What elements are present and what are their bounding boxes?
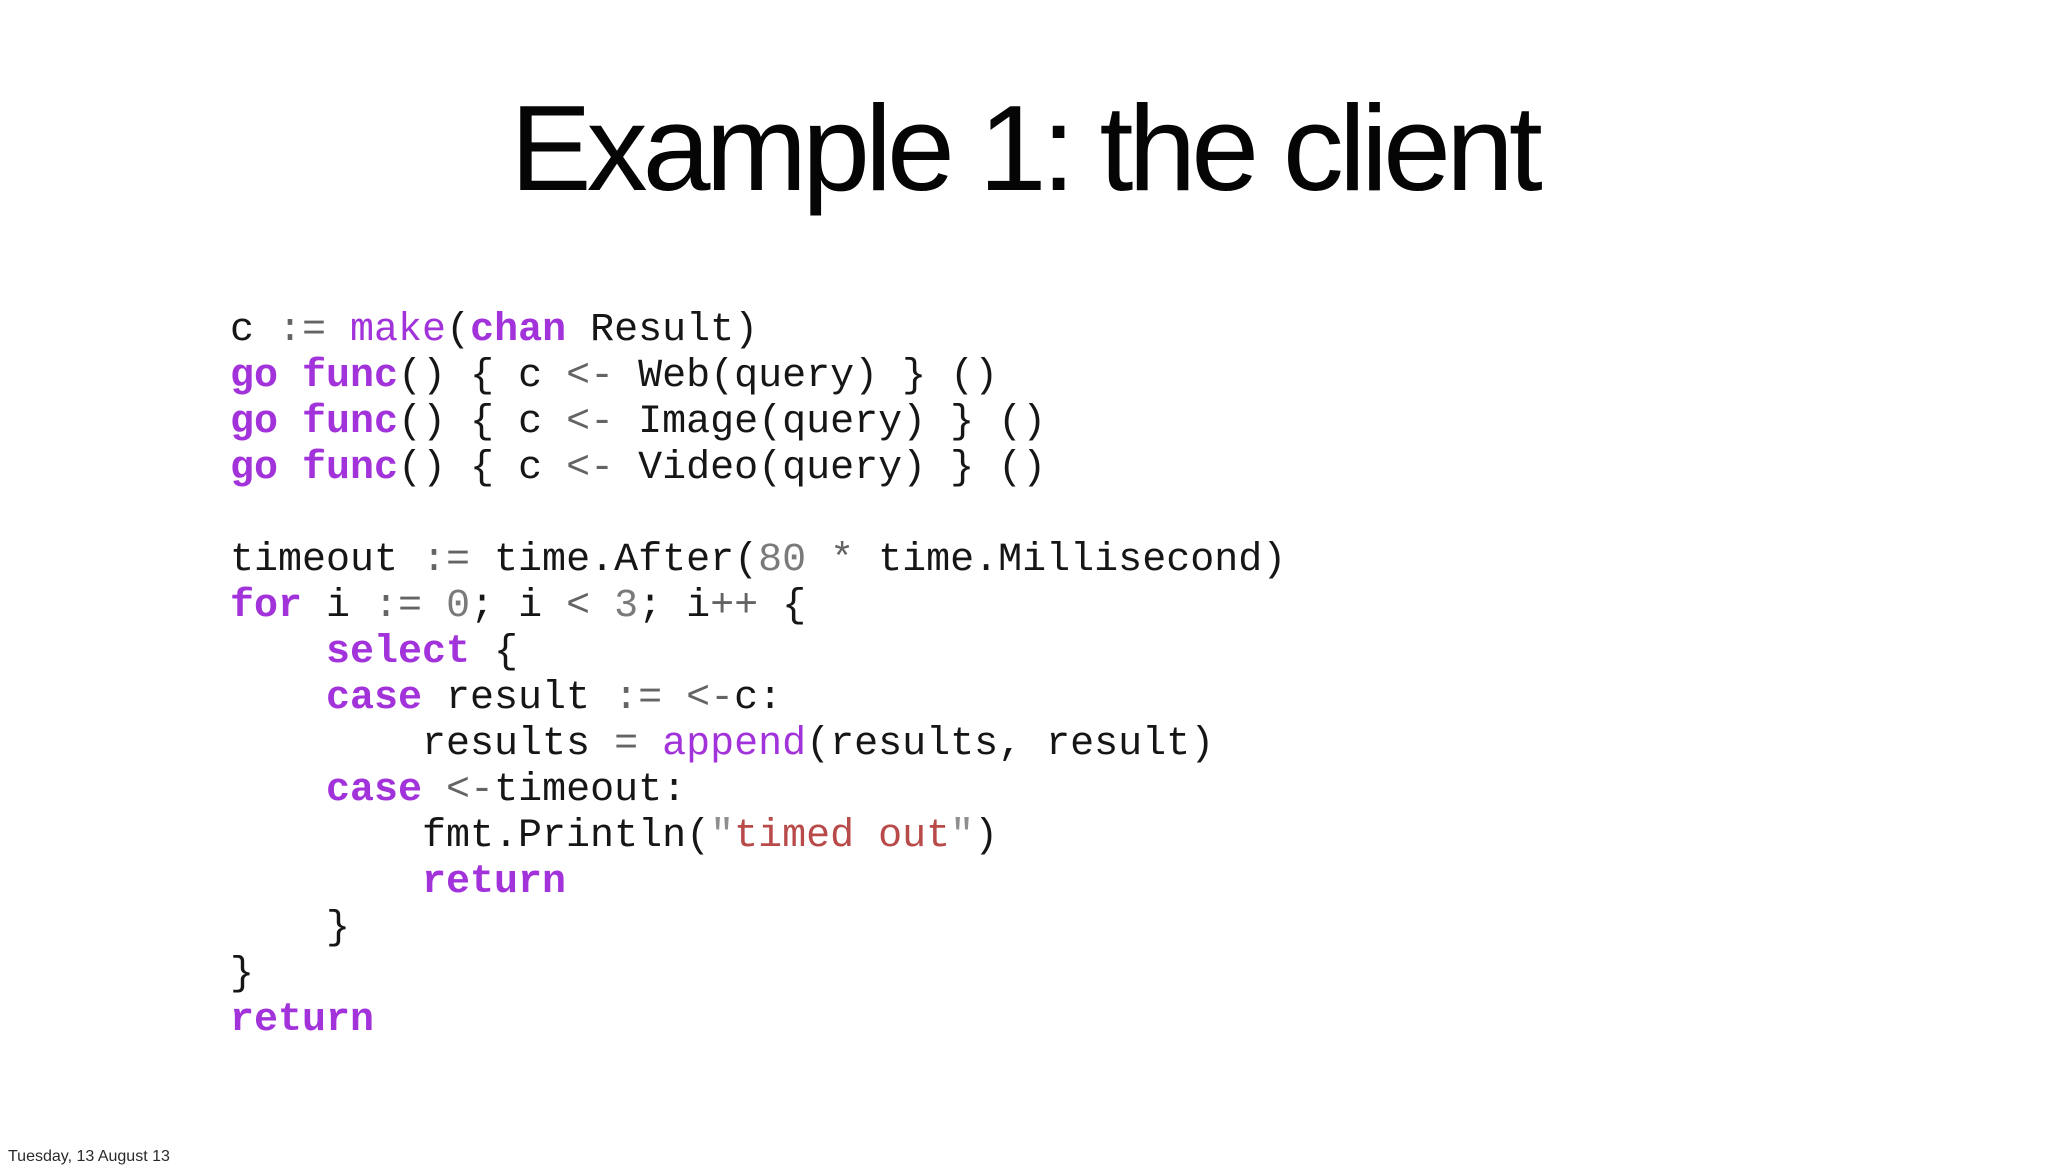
code-token: go — [230, 446, 279, 491]
code-token: go — [230, 354, 279, 399]
code-token: () { c — [398, 446, 567, 491]
code-line: return — [230, 998, 1286, 1044]
code-token: case — [326, 676, 423, 721]
code-token — [278, 400, 302, 445]
code-token: for — [230, 584, 303, 629]
slide-date: Tuesday, 13 August 13 — [8, 1148, 170, 1165]
code-token: timeout: — [494, 768, 687, 813]
code-token: <- — [566, 400, 615, 445]
code-token: fmt.Println( — [230, 814, 711, 859]
code-token — [230, 768, 326, 813]
code-token: } — [230, 952, 255, 997]
code-token: timeout — [230, 538, 423, 583]
code-line: go func() { c <- Video(query) } () — [230, 446, 1286, 492]
code-token — [278, 446, 302, 491]
code-token: make — [350, 308, 447, 353]
code-line — [230, 492, 1286, 538]
code-token: Web(query) } () — [614, 354, 999, 399]
code-token: case — [326, 768, 423, 813]
code-token — [230, 630, 326, 675]
code-line: for i := 0; i < 3; i++ { — [230, 584, 1286, 630]
code-token: <- — [566, 446, 615, 491]
code-line: case result := <-c: — [230, 676, 1286, 722]
code-token — [230, 860, 422, 905]
code-token: " — [950, 814, 975, 859]
code-line: select { — [230, 630, 1286, 676]
code-token — [806, 538, 830, 583]
code-token: ; i — [470, 584, 567, 629]
code-token: ) — [974, 814, 999, 859]
code-token: func — [302, 354, 399, 399]
code-token: chan — [470, 308, 567, 353]
code-token: ( — [446, 308, 471, 353]
code-token: := — [422, 538, 471, 583]
code-token: result — [422, 676, 615, 721]
code-line: fmt.Println("timed out") — [230, 814, 1286, 860]
code-token: time.After( — [470, 538, 759, 583]
code-token — [638, 722, 662, 767]
code-token: = — [614, 722, 639, 767]
code-token: go — [230, 400, 279, 445]
slide-title: Example 1: the client — [510, 80, 1543, 216]
code-line: c := make(chan Result) — [230, 308, 1286, 354]
code-token: append — [662, 722, 807, 767]
code-token: ++ — [710, 584, 759, 629]
code-token — [230, 676, 326, 721]
code-line: return — [230, 860, 1286, 906]
code-token: c: — [734, 676, 783, 721]
code-token: () { c — [398, 354, 567, 399]
code-token: 0 — [446, 584, 471, 629]
code-token — [326, 308, 350, 353]
code-token: results — [230, 722, 615, 767]
code-token: return — [230, 998, 375, 1043]
code-token: := — [278, 308, 327, 353]
code-line: go func() { c <- Web(query) } () — [230, 354, 1286, 400]
code-token — [422, 584, 446, 629]
code-token: := — [614, 676, 663, 721]
code-token: { — [758, 584, 807, 629]
code-token: select — [326, 630, 471, 675]
code-token — [662, 676, 686, 721]
code-token: Image(query) } () — [614, 400, 1047, 445]
code-token — [590, 584, 614, 629]
code-token: * — [830, 538, 855, 583]
code-token: <- — [566, 354, 615, 399]
code-token — [422, 768, 446, 813]
code-token: 3 — [614, 584, 639, 629]
code-token: func — [302, 446, 399, 491]
code-line: go func() { c <- Image(query) } () — [230, 400, 1286, 446]
code-token: Result) — [566, 308, 759, 353]
code-token: ; i — [638, 584, 711, 629]
code-token: 80 — [758, 538, 807, 583]
code-token: <- — [446, 768, 495, 813]
code-line: } — [230, 906, 1286, 952]
code-token: (results, result) — [806, 722, 1215, 767]
code-token — [278, 354, 302, 399]
code-line: } — [230, 952, 1286, 998]
code-token: := — [374, 584, 423, 629]
code-token: " — [710, 814, 735, 859]
code-token: () { c — [398, 400, 567, 445]
code-line: results = append(results, result) — [230, 722, 1286, 768]
code-token: timed out — [734, 814, 951, 859]
code-token: time.Millisecond) — [854, 538, 1287, 583]
code-block: c := make(chan Result)go func() { c <- W… — [230, 308, 1286, 1044]
code-token: < — [566, 584, 591, 629]
code-token: Video(query) } () — [614, 446, 1047, 491]
code-token: <- — [686, 676, 735, 721]
code-line: timeout := time.After(80 * time.Millisec… — [230, 538, 1286, 584]
code-token: i — [302, 584, 375, 629]
code-token: func — [302, 400, 399, 445]
code-token: } — [230, 906, 351, 951]
code-token: return — [422, 860, 567, 905]
code-token: { — [470, 630, 519, 675]
code-token: c — [230, 308, 279, 353]
code-line: case <-timeout: — [230, 768, 1286, 814]
